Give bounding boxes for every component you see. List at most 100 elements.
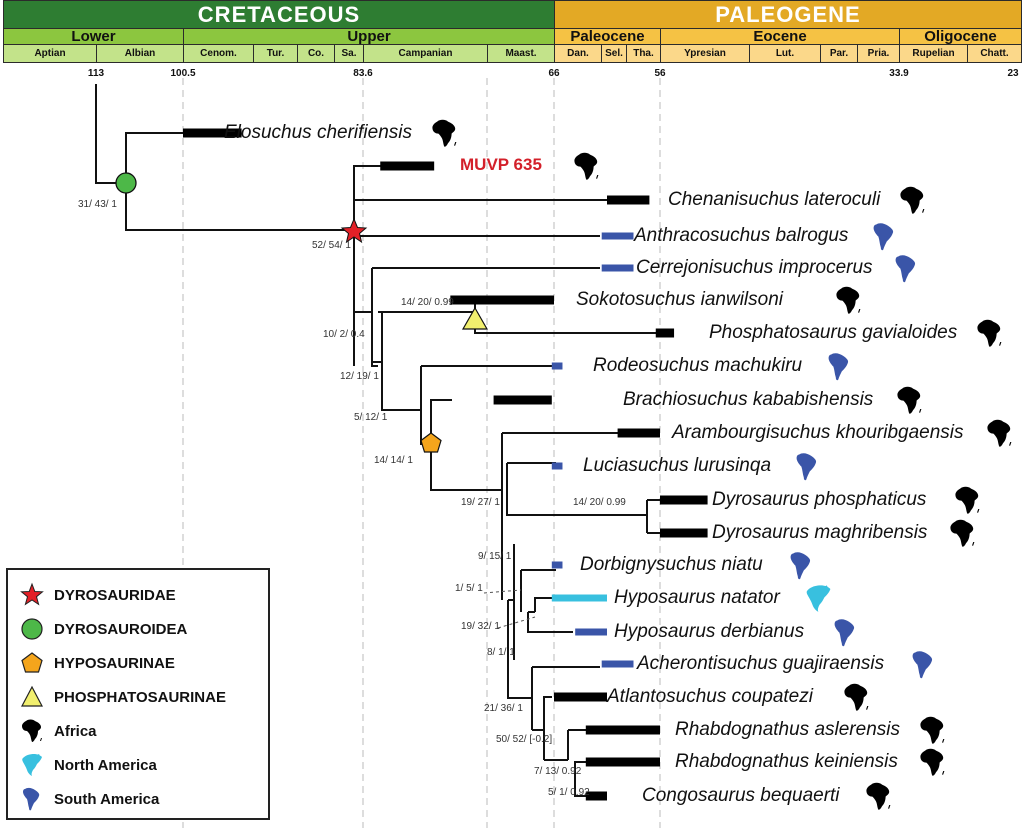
age-tick-label: 33.9 (889, 68, 909, 79)
stage-maast: Maast. (487, 44, 555, 63)
africa-icon (977, 319, 1002, 347)
taxon-label: Cerrejonisuchus improcerus (636, 257, 873, 278)
node-support-value: 52/ 54/ 1 (312, 240, 351, 251)
tree-branch (527, 612, 573, 633)
south-america-icon (796, 453, 817, 481)
africa-icon (22, 719, 42, 742)
epoch-lower: Lower (3, 28, 184, 45)
south-america-icon (828, 353, 849, 381)
node-support-value: 14/ 20/ 0.99 (401, 297, 454, 308)
taxon-label: Congosaurus bequaerti (642, 785, 840, 806)
taxon-label: Hyposaurus natator (614, 587, 780, 608)
taxon-label: Elosuchus cherifiensis (224, 122, 412, 143)
taxon-label: Hyposaurus derbianus (614, 621, 805, 642)
epoch-oligocene: Oligocene (899, 28, 1022, 45)
legend-item-dyrosauridae: DYROSAURIDAE (20, 580, 176, 610)
south-america-icon (895, 255, 916, 283)
range-bar (551, 462, 563, 470)
node-support-value: 19/ 32/ 1 (461, 621, 500, 632)
support-leader-line (497, 616, 536, 629)
africa-icon (574, 152, 599, 180)
node-support-value: 19/ 27/ 1 (461, 497, 500, 508)
taxon-label: Phosphatosaurus gavialoides (709, 322, 958, 343)
africa-icon (844, 683, 869, 711)
tree-branch (353, 199, 628, 230)
tree-branch (125, 132, 183, 183)
africa-icon (900, 186, 925, 214)
node-support-value: 9/ 15/ 1 (478, 551, 512, 562)
taxon-label: Arambourgisuchus khouribgaensis (672, 422, 964, 443)
range-bar (551, 594, 607, 602)
range-bar (183, 128, 242, 138)
africa-icon (866, 782, 891, 810)
node-support-value: 1/ 5/ 1 (455, 583, 483, 594)
range-bar (607, 195, 650, 205)
legend-item-hyposaurinae: HYPOSAURINAE (20, 648, 175, 678)
north-america-icon (22, 754, 42, 776)
stage-lut: Lut. (749, 44, 821, 63)
legend-item-north-america: North America (20, 750, 157, 780)
africa-icon (432, 119, 457, 147)
range-bar (660, 528, 708, 538)
circle-icon (115, 172, 137, 194)
legend-label: North America (54, 756, 157, 774)
range-bar (380, 161, 435, 171)
africa-icon (987, 419, 1012, 447)
range-bar (554, 692, 607, 702)
age-tick-label: 66 (548, 68, 560, 79)
node-support-value: 14/ 20/ 0.99 (573, 497, 626, 508)
support-leader-line (483, 589, 522, 594)
node-support-value: 31/ 43/ 1 (78, 199, 117, 210)
range-bar (551, 362, 563, 370)
taxon-label: Rodeosuchus machukiru (593, 355, 803, 376)
taxon-label: Dorbignysuchus niatu (580, 554, 763, 575)
tree-branch (353, 165, 388, 230)
tree-branch (506, 463, 647, 516)
stage-rupelian: Rupelian (899, 44, 968, 63)
tree-branch (474, 312, 660, 334)
taxon-label: Luciasuchus lurusinqa (583, 455, 772, 476)
taxon-label: Anthracosuchus balrogus (634, 225, 849, 246)
range-bar (601, 232, 634, 240)
tree-branch (507, 600, 518, 699)
range-bar (617, 428, 660, 438)
triangle-icon (21, 685, 43, 707)
south-america-icon (834, 619, 855, 647)
age-tick-label: 23 (1007, 68, 1019, 79)
tree-branch (534, 597, 556, 612)
tree-branch (95, 84, 126, 184)
stage-tur: Tur. (253, 44, 298, 63)
taxon-label: Dyrosaurus maghribensis (712, 522, 928, 543)
node-support-value: 5/ 12/ 1 (354, 412, 388, 423)
africa-icon (920, 748, 945, 776)
range-bar (585, 725, 660, 735)
range-bar (655, 328, 675, 338)
legend-item-africa: Africa (20, 716, 97, 746)
period-cretaceous: CRETACEOUS (3, 0, 555, 29)
legend-item-south-america: South America (20, 784, 159, 814)
taxon-label: Acherontisuchus guajiraensis (637, 653, 885, 674)
legend-label: DYROSAURIDAE (54, 586, 176, 604)
taxon-label: Sokotosuchus ianwilsoni (576, 289, 784, 310)
range-bar (585, 757, 660, 767)
node-support-value: 14/ 14/ 1 (374, 455, 413, 466)
south-america-icon (790, 552, 811, 580)
stage-aptian: Aptian (3, 44, 97, 63)
node-support-value: 5/ 1/ 0.92 (548, 787, 590, 798)
age-tick-label: 56 (654, 68, 666, 79)
age-tick-label: 113 (87, 68, 105, 79)
africa-icon (950, 519, 975, 547)
taxon-label: Rhabdognathus aslerensis (675, 719, 900, 740)
south-america-icon (912, 651, 933, 679)
age-tick-label: 100.5 (170, 68, 196, 79)
range-bar (660, 495, 708, 505)
legend-label: HYPOSAURINAE (54, 654, 175, 672)
legend-label: PHOSPHATOSAURINAE (54, 688, 226, 706)
tree-branch (381, 362, 421, 411)
range-bar (493, 395, 552, 405)
legend-item-dyrosauroidea: DYROSAUROIDEA (20, 614, 187, 644)
range-bar (601, 264, 634, 272)
tree-branch (430, 445, 502, 491)
legend-label: Africa (54, 722, 97, 740)
